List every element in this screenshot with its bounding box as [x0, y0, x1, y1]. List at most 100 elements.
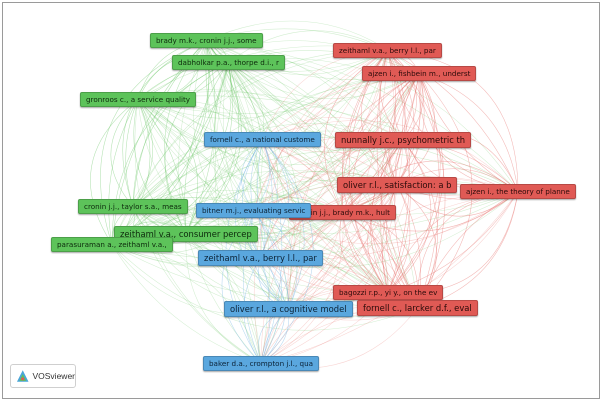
edge-243	[342, 73, 425, 213]
edge-199	[111, 244, 262, 364]
edge-65	[228, 62, 389, 293]
edge-75	[228, 62, 292, 310]
edge-79	[125, 99, 139, 207]
edge-54	[228, 30, 388, 63]
vosviewer-logo-icon	[16, 370, 29, 382]
edge-85	[108, 99, 139, 245]
edge-271	[387, 139, 432, 293]
node-brady[interactable]: brady m.k., cronin j.j., some	[150, 33, 263, 48]
node-zeithamlb[interactable]: zeithaml v.a., berry l.l., par	[198, 250, 323, 266]
node-ajzentp[interactable]: ajzen i., the theory of planne	[460, 184, 576, 199]
node-ajzenf[interactable]: ajzen i., fishbein m., underst	[362, 66, 477, 81]
node-nunnally[interactable]: nunnally j.c., psychometric th	[335, 132, 472, 148]
edge-303	[288, 184, 398, 310]
edge-293	[367, 184, 398, 293]
edge-131	[132, 206, 343, 244]
node-bitner[interactable]: bitner m.j., evaluating servic	[196, 203, 312, 218]
edge-190	[111, 244, 418, 331]
edge-369	[242, 139, 263, 259]
edge-370	[260, 139, 289, 259]
edge-235	[396, 73, 422, 186]
edge-89	[137, 50, 388, 119]
edge-82	[137, 99, 187, 235]
node-dabholkar[interactable]: dabholkar p.a., thorpe d.i., r	[172, 55, 285, 70]
edge-236	[388, 73, 420, 186]
edge-93	[137, 99, 404, 165]
edge-46	[132, 62, 232, 207]
node-zeithamlr[interactable]: zeithaml v.a., berry l.l., par	[333, 43, 442, 58]
edge-291	[382, 184, 398, 293]
node-croninbrady[interactable]: cronin j.j., brady m.k., hult	[289, 205, 396, 220]
edge-208	[387, 50, 415, 186]
node-baker[interactable]: baker d.a., crompton j.l., qua	[203, 356, 320, 371]
edge-28	[206, 40, 389, 293]
edge-259	[260, 73, 421, 364]
edge-174	[185, 233, 262, 364]
node-oliversat[interactable]: oliver r.l., satisfaction: a b	[337, 177, 458, 193]
edge-338	[288, 212, 343, 310]
edge-246	[351, 73, 420, 293]
edge-112	[137, 99, 262, 364]
edge-207	[379, 50, 398, 186]
edge-276	[262, 117, 404, 141]
edge-44	[132, 62, 229, 207]
edge-100	[137, 99, 389, 293]
edge-215	[324, 50, 388, 213]
edge-84	[137, 99, 198, 235]
node-olivercog[interactable]: oliver r.l., a cognitive model	[224, 301, 353, 317]
edge-317	[262, 120, 519, 192]
edge-345	[262, 139, 389, 293]
edge-384	[253, 210, 283, 364]
edge-81	[110, 99, 139, 207]
edge-37	[205, 40, 289, 310]
edge-165	[185, 139, 263, 235]
node-gronroos[interactable]: gronroos c., a service quality	[80, 92, 197, 107]
edge-125	[132, 123, 404, 207]
node-cronintaylor[interactable]: cronin j.j., taylor s.a., meas	[78, 199, 188, 214]
edge-136	[132, 139, 263, 207]
edge-254	[260, 73, 420, 259]
edge-120	[132, 50, 388, 207]
edge-149	[185, 50, 388, 235]
edge-292	[387, 184, 411, 293]
edge-128	[132, 191, 519, 235]
edge-16	[206, 40, 388, 75]
edge-95	[137, 89, 398, 186]
edge-308	[342, 191, 519, 232]
node-fornell[interactable]: fornell c., larcker d.f., eval	[357, 300, 478, 316]
edge-283	[260, 139, 404, 364]
edge-31	[206, 40, 263, 140]
edge-150	[185, 50, 388, 235]
node-parasuraman[interactable]: parasuraman a., zeithaml v.a.,	[51, 237, 173, 252]
edge-63	[228, 62, 343, 213]
edge-29	[206, 40, 418, 309]
vosviewer-logo: VOSviewer	[10, 364, 76, 388]
edge-340	[260, 212, 343, 364]
edge-83	[133, 99, 187, 235]
edge-252	[253, 73, 420, 211]
edge-205	[379, 50, 404, 141]
edge-90	[137, 73, 420, 114]
edge-80	[132, 99, 153, 207]
edge-64	[228, 62, 343, 213]
edge-372	[262, 139, 305, 310]
edge-282	[288, 139, 404, 310]
edge-87	[90, 99, 139, 245]
edge-110	[137, 99, 289, 310]
edge-346	[262, 139, 389, 293]
edge-284	[260, 139, 404, 364]
edge-32	[206, 40, 263, 140]
edge-173	[185, 233, 262, 364]
edge-241	[342, 73, 420, 213]
edge-160	[185, 196, 343, 235]
node-fornellnat[interactable]: fornell c., a national custome	[204, 132, 321, 147]
vosviewer-logo-text: VOSviewer	[32, 371, 75, 381]
edge-224	[253, 50, 388, 211]
edge-226	[260, 50, 388, 259]
edge-109	[137, 99, 261, 259]
node-bagozzi[interactable]: bagozzi r.p., yi y., on the ev	[333, 285, 444, 300]
edge-319	[253, 191, 519, 245]
edge-257	[287, 73, 420, 310]
edge-210	[387, 50, 519, 192]
edge-256	[288, 73, 420, 310]
